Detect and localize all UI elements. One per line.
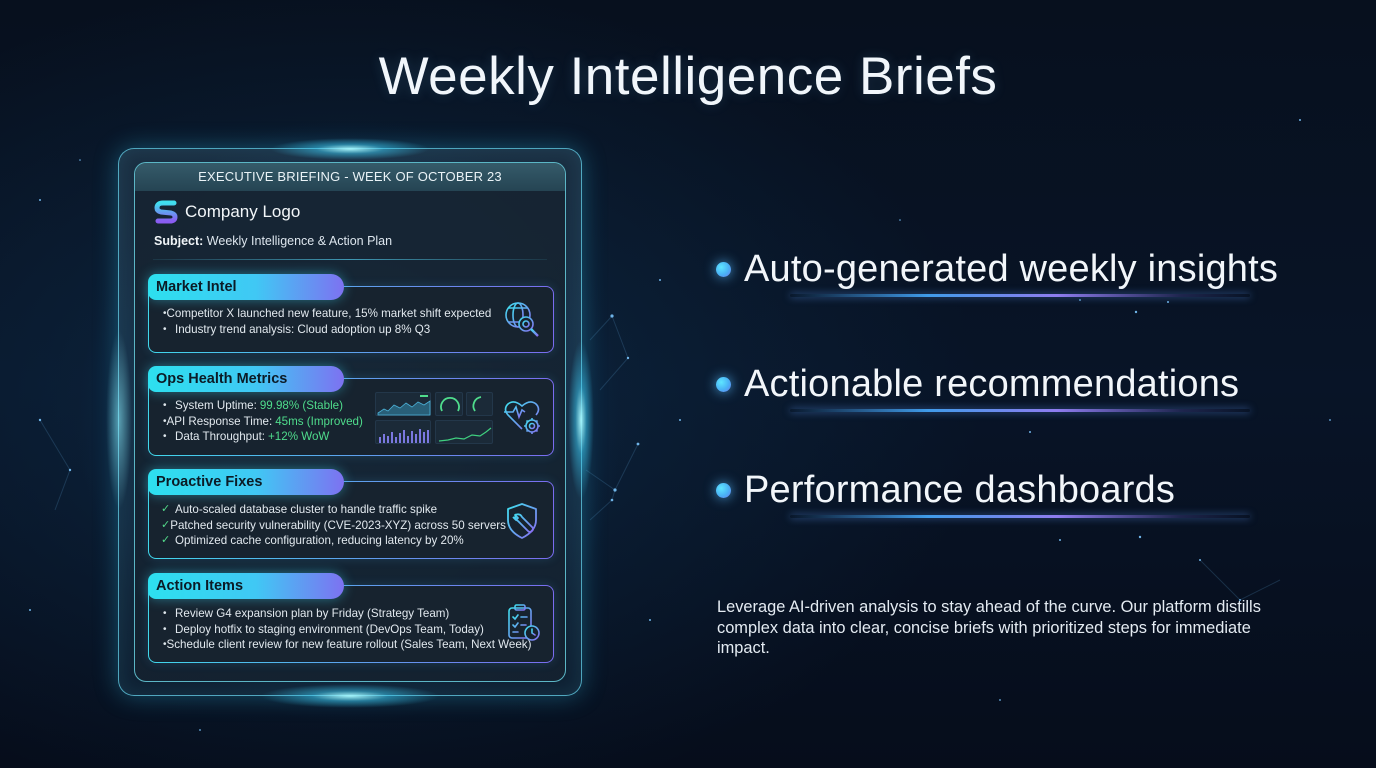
subject-value: Weekly Intelligence & Action Plan bbox=[206, 234, 393, 248]
subject-line: Subject: Weekly Intelligence & Action Pl… bbox=[154, 234, 392, 248]
metric-data-throughput: •Data Throughput:+12% WoW bbox=[163, 430, 330, 443]
section-proactive-fixes: Proactive Fixes ✓Auto-scaled database cl… bbox=[148, 469, 554, 559]
mini-line-chart bbox=[435, 420, 493, 444]
list-item: •Schedule client review for new feature … bbox=[163, 638, 532, 651]
briefing-banner: EXECUTIVE BRIEFING - WEEK OF OCTOBER 23 bbox=[135, 163, 565, 191]
feature-label: Actionable recommendations bbox=[744, 363, 1240, 405]
list-item: •Competitor X launched new feature, 15% … bbox=[163, 307, 492, 320]
list-item: •Review G4 expansion plan by Friday (Str… bbox=[163, 607, 450, 620]
mini-bar-chart bbox=[375, 420, 431, 444]
mini-dashboard-thumbnail bbox=[375, 392, 493, 444]
section-title: Ops Health Metrics bbox=[148, 366, 344, 392]
list-item: ✓Patched security vulnerability (CVE-202… bbox=[161, 518, 506, 532]
section-title: Market Intel bbox=[148, 274, 344, 300]
check-icon: ✓ bbox=[161, 518, 171, 531]
page-title: Weekly Intelligence Briefs bbox=[378, 47, 998, 106]
mini-area-chart bbox=[375, 392, 431, 416]
section-title: Action Items bbox=[148, 573, 344, 599]
mini-gauge bbox=[435, 392, 463, 416]
feature-label: Auto-generated weekly insights bbox=[744, 248, 1279, 290]
metric-api-response-time: •API Response Time:45ms (Improved) bbox=[163, 414, 363, 428]
mini-gauge bbox=[466, 392, 493, 416]
bullet-dot-icon bbox=[716, 483, 731, 498]
clipboard-clock-icon bbox=[508, 604, 540, 641]
list-item: ✓Auto-scaled database cluster to handle … bbox=[161, 503, 438, 516]
description-paragraph: Leverage AI-driven analysis to stay ahea… bbox=[717, 598, 1261, 658]
section-action-items: Action Items •Review G4 expansion plan b… bbox=[148, 573, 554, 663]
feature-auto-generated-insights: Auto-generated weekly insights bbox=[716, 248, 1278, 291]
shield-wrench-icon bbox=[507, 503, 537, 539]
feature-underline-glow bbox=[790, 294, 1250, 297]
list-item: •Deploy hotfix to staging environment (D… bbox=[163, 622, 484, 636]
section-ops-health-metrics: Ops Health Metrics •System Uptime:99.98%… bbox=[148, 366, 554, 456]
feature-underline-glow bbox=[790, 515, 1250, 518]
company-logo: Company Logo bbox=[153, 199, 300, 225]
check-icon: ✓ bbox=[161, 503, 171, 515]
bullet-dot-icon bbox=[716, 262, 731, 277]
feature-underline-glow bbox=[790, 409, 1250, 412]
subject-label: Subject: bbox=[154, 234, 204, 248]
list-item: •Industry trend analysis: Cloud adoption… bbox=[163, 322, 431, 336]
section-title: Proactive Fixes bbox=[148, 469, 344, 495]
section-market-intel: Market Intel •Competitor X launched new … bbox=[148, 274, 554, 353]
list-item: ✓Optimized cache configuration, reducing… bbox=[161, 534, 464, 547]
globe-search-icon bbox=[505, 302, 539, 337]
heart-gear-icon bbox=[504, 401, 540, 434]
feature-performance-dashboards: Performance dashboards bbox=[716, 469, 1175, 512]
check-icon: ✓ bbox=[161, 534, 171, 546]
bullet-dot-icon bbox=[716, 377, 731, 392]
logo-text: Company Logo bbox=[185, 202, 301, 221]
metric-system-uptime: •System Uptime:99.98% (Stable) bbox=[163, 399, 343, 412]
divider bbox=[153, 259, 547, 260]
feature-label: Performance dashboards bbox=[744, 469, 1176, 511]
feature-actionable-recommendations: Actionable recommendations bbox=[716, 363, 1239, 406]
logo-s-icon bbox=[154, 200, 178, 224]
